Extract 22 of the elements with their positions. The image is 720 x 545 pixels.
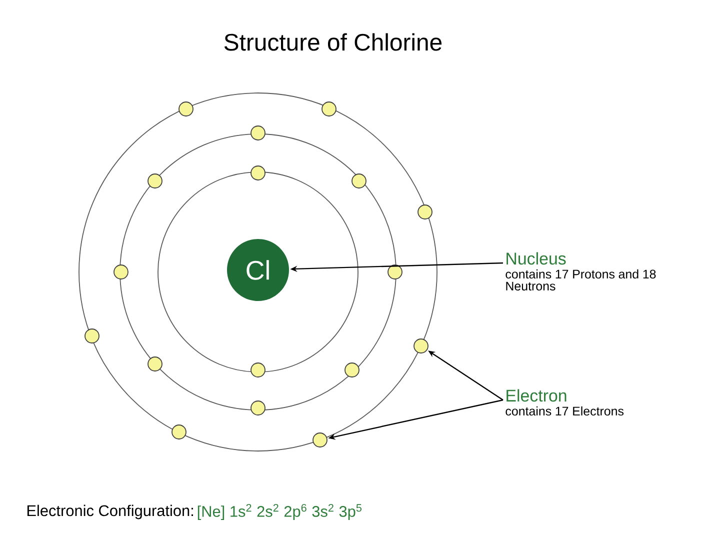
electron-circle bbox=[250, 362, 266, 378]
electron-circle bbox=[312, 432, 328, 448]
callout-text: Nucleus contains 17 Protons and 18 Neutrons bbox=[506, 252, 656, 290]
electron-circle bbox=[250, 126, 266, 140]
electron-circle bbox=[344, 362, 360, 378]
electron-circle bbox=[148, 356, 162, 372]
electron-circle bbox=[250, 400, 266, 416]
electron-circle bbox=[418, 204, 432, 220]
electron-circle bbox=[178, 102, 194, 116]
electron-circle bbox=[414, 338, 428, 354]
electron-circle bbox=[322, 102, 336, 116]
electron-circle bbox=[148, 174, 162, 188]
electron-circle bbox=[84, 328, 100, 344]
callout-text: Electron contains 17 Electrons bbox=[506, 389, 624, 416]
electron-circle bbox=[172, 424, 186, 440]
electron-circle bbox=[114, 264, 128, 280]
electron-circle bbox=[388, 264, 402, 280]
electron-circle bbox=[352, 174, 366, 188]
configuration-text: Electronic Configuration: bbox=[27, 504, 193, 520]
title: Structure of Chlorine bbox=[224, 33, 442, 51]
electron-circle bbox=[250, 166, 266, 180]
configuration-text: [Ne] 1s$^{2}$ 2s$^{2}$ 2p$^{6}$ 3s$^{2}$ 3p$^{5}$ bbox=[198, 504, 362, 520]
